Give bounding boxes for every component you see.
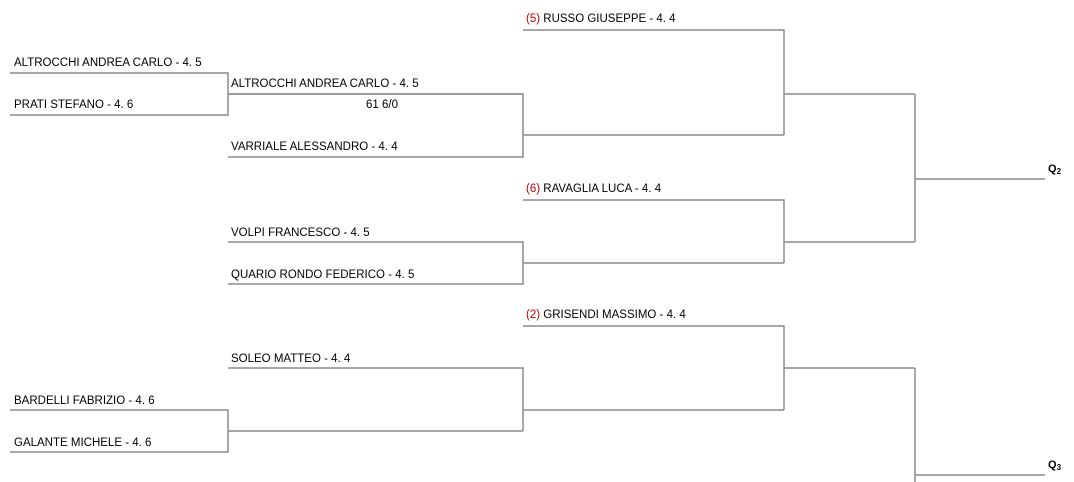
r3-match-b-lines [523,199,915,263]
match-scores: 61 6/0 [366,99,398,111]
seed-badge: (2) [526,309,540,321]
q3-lines [914,368,1045,482]
entry-prati: PRATI STEFANO - 4. 6 [14,99,133,111]
seed-badge: (6) [526,183,540,195]
r3-match-a-lines [523,29,915,135]
q2-lines [914,94,1045,242]
qualifier-q2: Q2 [1048,163,1062,176]
r2-match-c-lines [228,367,784,431]
r2-match-a-lines [228,93,784,158]
entry-russo: (5) RUSSO GIUSEPPE - 4. 4 [526,13,676,25]
entry-volpi: VOLPI FRANCESCO - 4. 5 [231,227,370,239]
entry-soleo: SOLEO MATTEO - 4. 4 [231,353,351,365]
qualifier-labels: Q2 Q3 [1048,163,1062,472]
entry-grisendi: (2) GRISENDI MASSIMO - 4. 4 [526,309,686,321]
qualifier-q3: Q3 [1048,459,1062,472]
r1-bottom-pair-lines [10,409,523,453]
entry-quario: QUARIO RONDO FEDERICO - 4. 5 [231,269,414,281]
entry-altrocchi-r2: ALTROCCHI ANDREA CARLO - 4. 5 [231,78,419,90]
score-altrocchi-prati: 61 6/0 [366,99,398,111]
entry-varriale: VARRIALE ALESSANDRO - 4. 4 [231,141,398,153]
entry-ravaglia: (6) RAVAGLIA LUCA - 4. 4 [526,183,662,195]
r2-match-b-lines [228,241,784,285]
seed-badge: (5) [526,13,540,25]
player-entries: ALTROCCHI ANDREA CARLO - 4. 5 PRATI STEF… [14,13,686,449]
entry-galante: GALANTE MICHELE - 4. 6 [14,437,151,449]
r3-match-c-lines [523,325,915,410]
entry-altrocchi-r1: ALTROCCHI ANDREA CARLO - 4. 5 [14,57,202,69]
entry-bardelli: BARDELLI FABRIZIO - 4. 6 [14,395,155,407]
bracket-lines [10,29,1045,482]
